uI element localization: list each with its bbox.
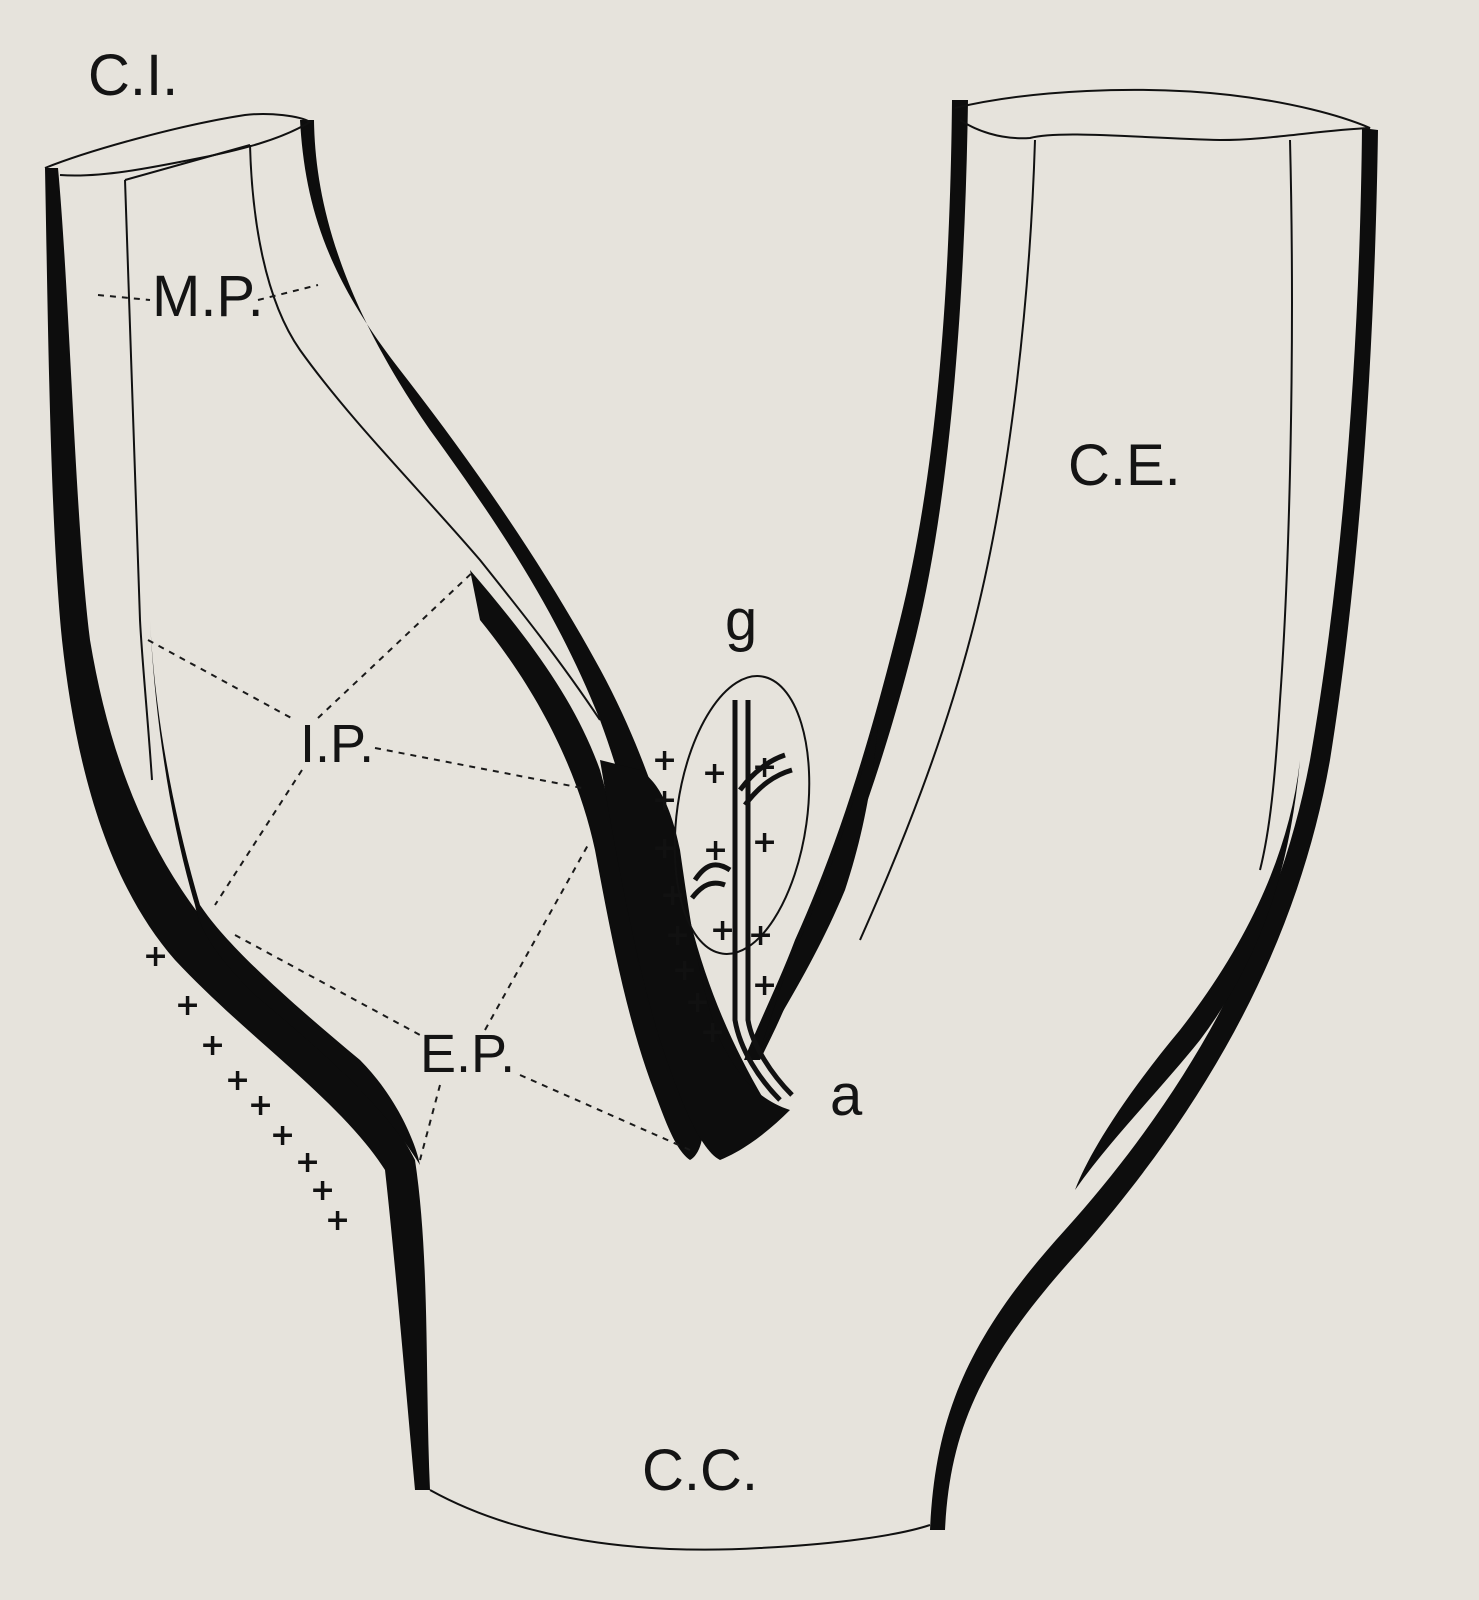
plus-marker: + bbox=[660, 878, 685, 913]
plus-marker: + bbox=[270, 1118, 295, 1153]
internal-carotid-intima-line-left bbox=[124, 179, 153, 781]
plus-marker: + bbox=[652, 831, 677, 866]
label-external-carotid: C.E. bbox=[1068, 433, 1181, 498]
pressoreceptor-markers-outer: + + + + + + + + + bbox=[143, 939, 350, 1238]
internal-carotid-intima-line-mid bbox=[249, 144, 601, 721]
ip-leader-right bbox=[374, 747, 583, 789]
ip-leader-upper-right bbox=[317, 569, 476, 719]
chemoreceptor-markers-body: + + + + + + + bbox=[702, 750, 777, 1003]
internal-carotid-outer-wall-left bbox=[45, 168, 430, 1490]
plus-marker: + bbox=[652, 743, 677, 778]
ip-leader-lower-left bbox=[214, 769, 303, 906]
ip-leader-upper-left bbox=[147, 639, 296, 721]
common-carotid-bottom-edge bbox=[429, 1489, 931, 1551]
ep-leader-upper-right bbox=[484, 844, 589, 1031]
plus-marker: + bbox=[752, 750, 777, 785]
label-common-carotid: C.C. bbox=[642, 1438, 758, 1503]
internal-carotid-media-line bbox=[124, 144, 251, 181]
plus-marker: + bbox=[225, 1063, 250, 1098]
plus-marker: + bbox=[685, 985, 710, 1020]
plus-marker: + bbox=[700, 1015, 725, 1050]
label-external-plane: E.P. bbox=[420, 1024, 515, 1084]
crotch-apex bbox=[600, 760, 790, 1160]
ep-leader-lower-left bbox=[419, 1084, 441, 1161]
label-carotid-body: g bbox=[725, 588, 757, 653]
plus-marker: + bbox=[143, 939, 168, 974]
internal-carotid-top-ellipse bbox=[44, 112, 312, 177]
label-internal-plane: I.P. bbox=[300, 714, 374, 774]
external-carotid-intima-line-left bbox=[859, 139, 1036, 941]
label-internal-carotid: C.I. bbox=[88, 43, 178, 108]
plus-marker: + bbox=[175, 988, 200, 1023]
external-carotid-inner-wedge-right bbox=[1075, 760, 1300, 1190]
leader-lines bbox=[97, 284, 691, 1161]
external-carotid-top-ellipse bbox=[954, 88, 1371, 142]
external-carotid-outer-wall-right bbox=[930, 128, 1378, 1530]
plus-marker: + bbox=[702, 756, 727, 791]
mp-leader-left bbox=[97, 294, 151, 301]
sinus-nerve-branches bbox=[690, 700, 794, 1102]
plus-marker: + bbox=[248, 1088, 273, 1123]
external-carotid-outer-wall-left bbox=[744, 100, 968, 1060]
plus-marker: + bbox=[703, 833, 728, 868]
label-artery: a bbox=[830, 1063, 863, 1128]
external-carotid-inner-wedge-left bbox=[760, 700, 880, 1050]
sinus-wall-thickening bbox=[470, 570, 703, 1160]
label-media-plane: M.P. bbox=[152, 264, 264, 329]
plus-marker: + bbox=[672, 953, 697, 988]
plus-marker: + bbox=[665, 918, 690, 953]
plus-marker: + bbox=[200, 1028, 225, 1063]
plus-marker: + bbox=[752, 825, 777, 860]
pressoreceptor-markers-sinus: + + + + + + + + bbox=[652, 743, 725, 1050]
external-carotid-intima-line-right bbox=[1259, 139, 1293, 871]
plus-marker: + bbox=[752, 968, 777, 1003]
plus-marker: + bbox=[325, 1203, 350, 1238]
plus-marker: + bbox=[748, 918, 773, 953]
internal-carotid-inner-wedge-left bbox=[150, 620, 420, 1165]
internal-carotid-outer-wall-right bbox=[300, 120, 770, 1110]
plus-marker: + bbox=[710, 913, 735, 948]
plus-marker: + bbox=[652, 783, 677, 818]
plus-marker: + bbox=[295, 1145, 320, 1180]
plus-marker: + bbox=[310, 1173, 335, 1208]
mp-leader-right bbox=[257, 284, 319, 301]
carotid-body-ellipse bbox=[673, 675, 811, 955]
